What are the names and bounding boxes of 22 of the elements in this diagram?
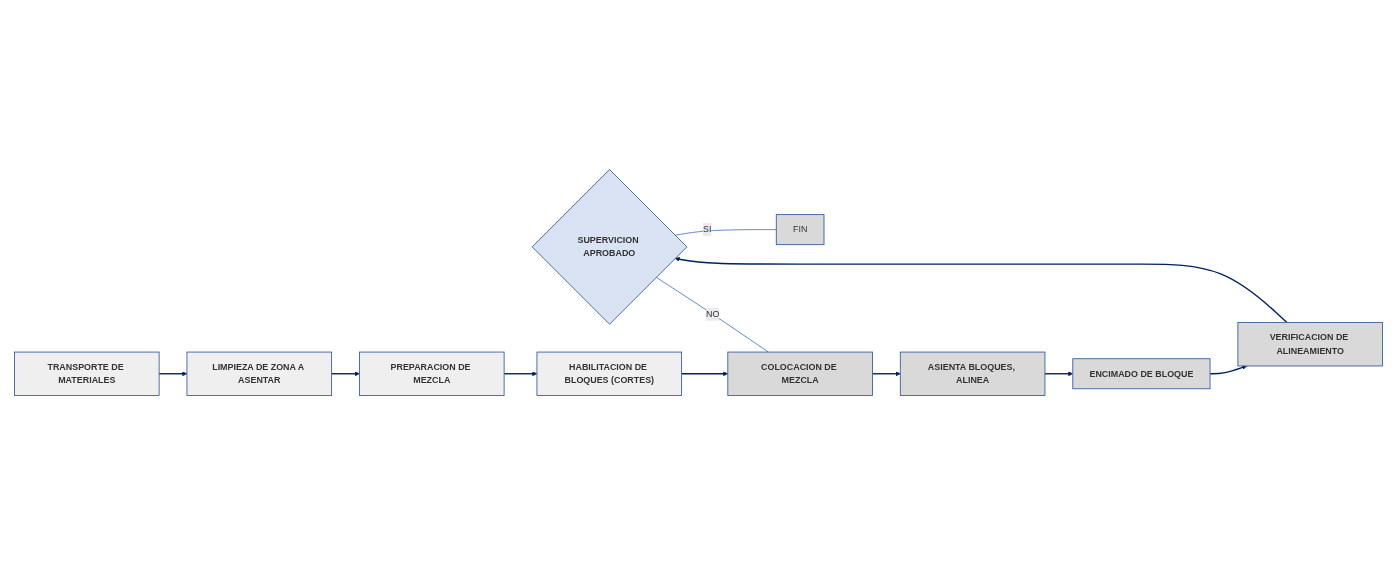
arrow (503, 371, 538, 377)
arrow (871, 371, 901, 377)
node-box: LIMPIEZA DE ZONA A ASENTAR (186, 351, 333, 396)
arrow (158, 371, 188, 377)
node-box: COLOCACION DE MEZCLA (727, 351, 873, 396)
node-box: ASIENTA BLOQUES, ALINEA (899, 351, 1046, 396)
connector (655, 276, 769, 353)
node-box: PREPARACION DE MEZCLA (359, 351, 505, 396)
node-box: FIN (775, 214, 825, 246)
node-box: VERIFICACION DE ALINEAMIENTO (1237, 322, 1383, 367)
node-box: TRANSPORTE DE MATERIALES (14, 351, 160, 396)
edge-label: SI (703, 224, 712, 235)
arrow (680, 371, 729, 377)
connector (674, 229, 777, 236)
node-diamond: SUPERVICION APROBADO (531, 169, 688, 325)
arrow (1209, 365, 1247, 375)
node-box: ENCIMADO DE BLOQUE (1072, 358, 1211, 390)
arrow (330, 371, 360, 377)
arrow (1044, 371, 1073, 377)
node-box: HABILITACION DE BLOQUES (CORTES) (536, 351, 683, 396)
edge-label: NO (706, 309, 720, 319)
arrow (674, 256, 1288, 324)
